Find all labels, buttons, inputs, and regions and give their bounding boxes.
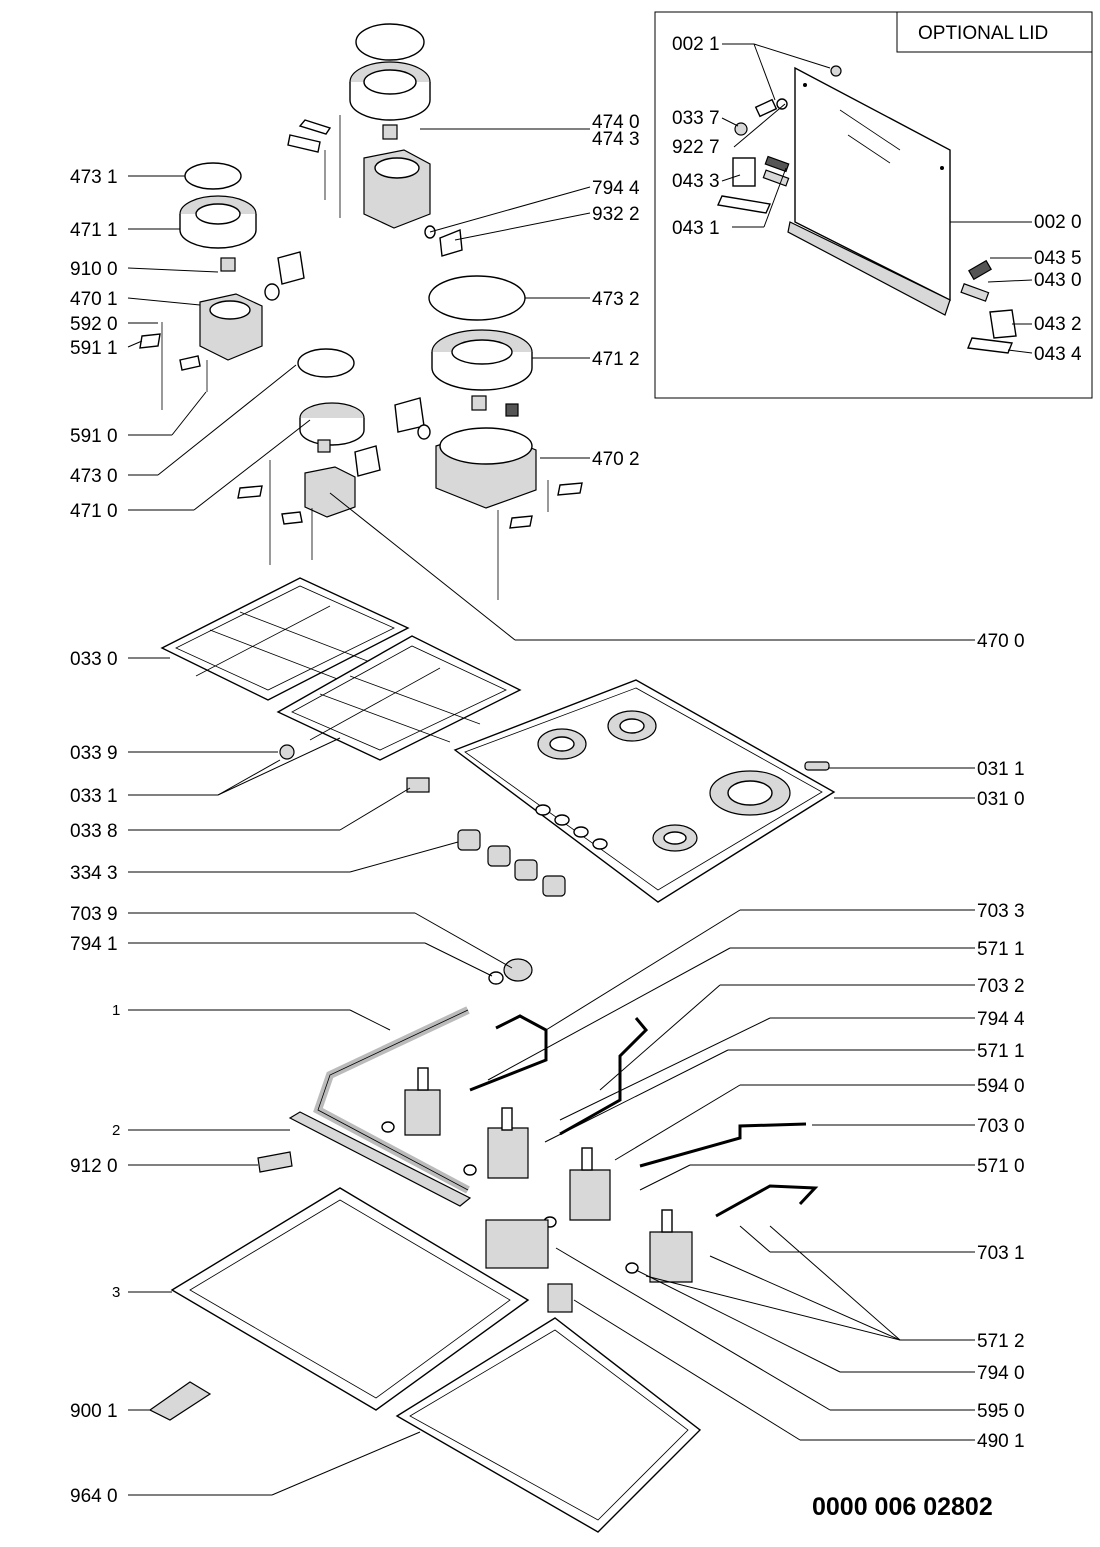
label-490-1: 490 1 [977,1431,1025,1452]
leader-lines [127,128,975,1496]
label-964-0: 964 0 [70,1486,118,1507]
label-033-9: 033 9 [70,743,118,764]
label-703-2: 703 2 [977,976,1025,997]
label-043-5: 043 5 [1034,248,1082,269]
label-3: 3 [112,1284,120,1301]
pan-support-grids [160,577,522,761]
label-474-3: 474 3 [592,129,640,150]
label-571-1-lower: 571 1 [977,1041,1025,1062]
label-043-0: 043 0 [1034,270,1082,291]
label-031-1: 031 1 [977,759,1025,780]
label-794-1: 794 1 [70,934,118,955]
control-knobs [279,744,566,897]
label-470-0: 470 0 [977,631,1025,652]
label-033-8: 033 8 [70,821,118,842]
label-912-0: 912 0 [70,1156,118,1177]
label-471-2: 471 2 [592,349,640,370]
burner-assembly-left [139,162,305,410]
label-031-0: 031 0 [977,789,1025,810]
label-571-0: 571 0 [977,1156,1025,1177]
label-002-0: 002 0 [1034,212,1082,233]
label-591-1: 591 1 [70,338,118,359]
label-703-1: 703 1 [977,1243,1025,1264]
burner-assembly-rear-large [287,23,463,257]
label-002-1: 002 1 [672,34,720,55]
label-473-1: 473 1 [70,167,118,188]
label-043-2: 043 2 [1034,314,1082,335]
label-334-3: 334 3 [70,863,118,884]
burner-assembly-small [237,348,381,565]
label-932-2: 932 2 [592,204,640,225]
optional-lid-title: OPTIONAL LID [918,23,1048,44]
label-910-0: 910 0 [70,259,118,280]
label-900-1: 900 1 [70,1401,118,1422]
label-571-2: 571 2 [977,1331,1025,1352]
label-471-0: 471 0 [70,501,118,522]
label-033-1: 033 1 [70,786,118,807]
label-1: 1 [112,1002,120,1019]
hob-top-plate [453,679,836,903]
part-number-labels: 002 1 033 7 922 7 043 3 002 0 043 1 043 … [70,34,1082,1507]
bottom-tray [148,1111,702,1533]
label-473-2: 473 2 [592,289,640,310]
label-591-0: 591 0 [70,426,118,447]
lid-hinge-parts [716,65,1017,354]
burner-assembly-right-large [394,275,583,600]
gas-pipes-and-valves [313,958,819,1283]
lid-leader-lines [721,43,1033,354]
label-571-1-top: 571 1 [977,939,1025,960]
lid-glass-panel [787,66,951,316]
label-043-3: 043 3 [672,171,720,192]
label-2: 2 [112,1122,120,1139]
label-794-4-top: 794 4 [592,178,640,199]
label-594-0: 594 0 [977,1076,1025,1097]
label-470-1: 470 1 [70,289,118,310]
label-043-4: 043 4 [1034,344,1082,365]
label-043-1: 043 1 [672,218,720,239]
label-033-7: 033 7 [672,108,720,129]
label-595-0: 595 0 [977,1401,1025,1422]
label-703-3: 703 3 [977,901,1025,922]
optional-lid-panel: OPTIONAL LID [654,11,1093,399]
document-number: 0000 006 02802 [812,1493,993,1521]
label-592-0: 592 0 [70,314,118,335]
label-703-0: 703 0 [977,1116,1025,1137]
label-703-9: 703 9 [70,904,118,925]
label-470-2: 470 2 [592,449,640,470]
label-473-0: 473 0 [70,466,118,487]
label-794-4-lower: 794 4 [977,1009,1025,1030]
label-033-0: 033 0 [70,649,118,670]
label-471-1: 471 1 [70,220,118,241]
label-794-0: 794 0 [977,1363,1025,1384]
label-922-7: 922 7 [672,137,720,158]
label-474-0: 474 0 [592,112,640,133]
